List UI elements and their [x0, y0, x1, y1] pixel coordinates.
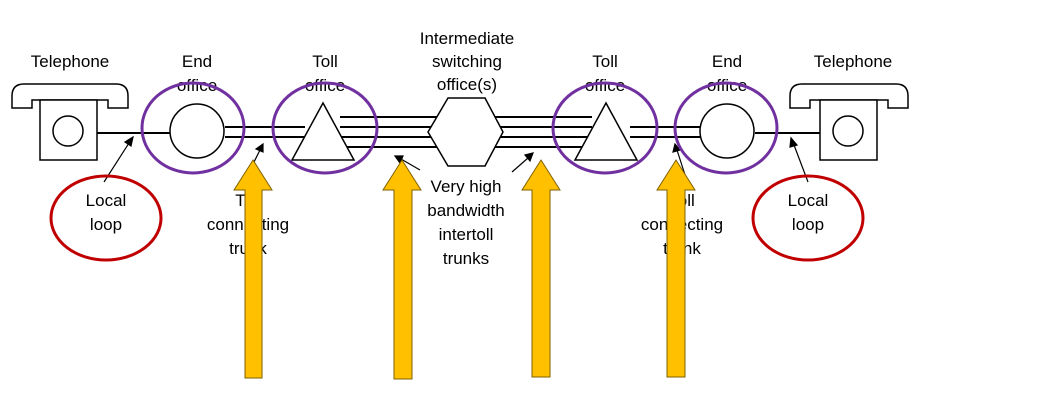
toll-trunk-left-pointer-head [254, 142, 264, 153]
arrow-toll-trunk-right [656, 159, 696, 378]
local-loop-right-pointer-head [789, 136, 799, 148]
intermediate-switching-office-icon [427, 97, 504, 167]
intermediate-label-line1: Intermediate [420, 29, 515, 48]
telephone-left-icon [11, 83, 129, 161]
telephone-right-icon [789, 83, 909, 161]
local-loop-right-label-line2: loop [792, 215, 824, 234]
yellow-arrows [233, 159, 696, 380]
loop-highlights [49, 174, 865, 262]
intertoll-right-pointer-head [523, 152, 534, 163]
local-loop-left-label-line1: Local [86, 191, 127, 210]
end-office-right-highlight [673, 81, 779, 175]
local-loop-left-label-line2: loop [90, 215, 122, 234]
arrow-intertoll-left [382, 159, 422, 380]
local-loop-right-label-line1: Local [788, 191, 829, 210]
intertoll-right-pointer [511, 157, 529, 173]
end-office-left-label-line2: office [177, 76, 217, 95]
intertoll-left-pointer-head [393, 155, 404, 165]
office-highlights [140, 81, 779, 175]
local-loop-left-highlight [49, 174, 163, 262]
connection-lines [97, 116, 830, 148]
end-office-right-label-line2: office [707, 76, 747, 95]
intertoll-left-pointer [400, 158, 421, 171]
local-loop-left-pointer-head [123, 135, 134, 147]
arrow-toll-trunk-left [233, 159, 273, 379]
end-office-right-label-line1: End [712, 52, 742, 71]
intertoll-label-line4: trunks [443, 249, 489, 268]
end-office-right-icon [699, 103, 755, 159]
telephone-right-label: Telephone [814, 52, 892, 71]
toll-office-right-label-line2: office [585, 76, 625, 95]
intertoll-label-line2: bandwidth [427, 201, 505, 220]
telephone-left-label: Telephone [31, 52, 109, 71]
end-office-left-label-line1: End [182, 52, 212, 71]
pointer-arrows [103, 135, 809, 183]
local-loop-right-highlight [751, 174, 865, 262]
toll-office-left-label-line1: Toll [312, 52, 338, 71]
toll-office-right-icon [573, 101, 639, 161]
toll-office-left-label-line2: office [305, 76, 345, 95]
toll-office-right-highlight [551, 81, 659, 175]
arrow-intertoll-right [521, 159, 561, 378]
intermediate-label-line3: office(s) [437, 75, 497, 94]
end-office-left-icon [169, 103, 225, 159]
intertoll-label-line3: intertoll [439, 225, 494, 244]
intertoll-label-line1: Very high [431, 177, 502, 196]
toll-office-right-label-line1: Toll [592, 52, 618, 71]
toll-trunk-right-pointer-head [672, 142, 682, 153]
toll-office-left-highlight [271, 81, 379, 175]
toll-office-left-icon [290, 101, 356, 161]
end-office-left-highlight [140, 81, 246, 175]
intermediate-label-line2: switching [432, 52, 502, 71]
